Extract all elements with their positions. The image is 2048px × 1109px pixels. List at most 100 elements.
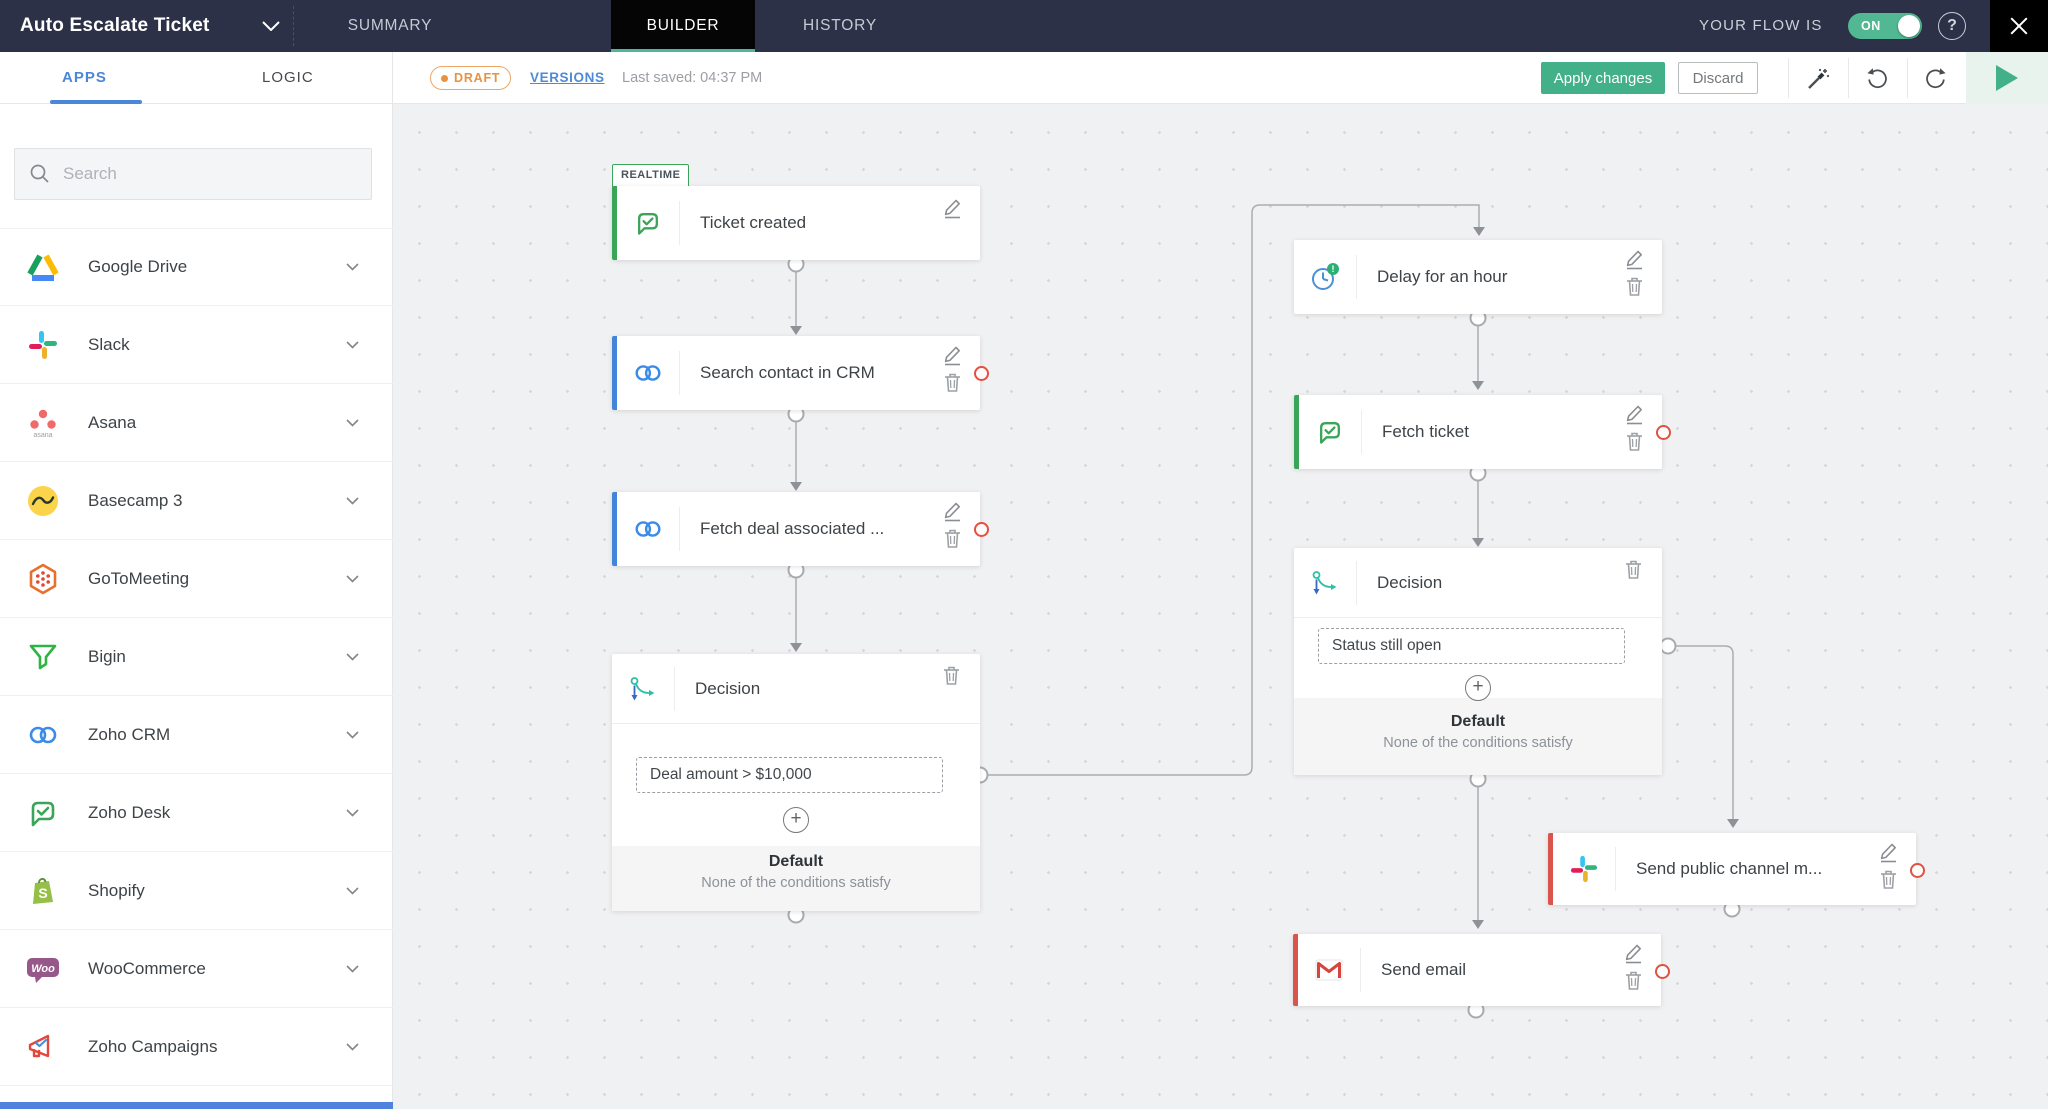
sidebar-tab-logic[interactable]: LOGIC [262, 69, 314, 86]
trash-icon[interactable] [1625, 560, 1642, 579]
trash-icon[interactable] [944, 373, 961, 392]
edit-icon[interactable] [1625, 249, 1644, 270]
sidebar-item-label: Basecamp 3 [88, 490, 183, 510]
chevron-down-icon[interactable] [346, 497, 359, 505]
sidebar-item-bigin[interactable]: Bigin [0, 618, 393, 696]
asana-icon: asana [26, 406, 60, 440]
sidebar-item-slack[interactable]: Slack [0, 306, 393, 384]
edit-icon[interactable] [943, 345, 962, 366]
edit-icon[interactable] [1879, 842, 1898, 863]
versions-link[interactable]: VERSIONS [530, 70, 605, 85]
zoho-desk-icon [26, 796, 60, 830]
apply-changes-button[interactable]: Apply changes [1541, 62, 1665, 94]
flow-title-chevron-down-icon[interactable] [262, 21, 280, 31]
decision-default-branch[interactable]: Default None of the conditions satisfy [1294, 698, 1662, 775]
toggle-knob[interactable] [1898, 15, 1920, 37]
chevron-down-icon[interactable] [346, 965, 359, 973]
sidebar-item-label: GoToMeeting [88, 568, 190, 588]
node-title: Search contact in CRM [700, 363, 875, 382]
magic-wand-icon[interactable] [1806, 67, 1830, 91]
chevron-down-icon[interactable] [346, 731, 359, 739]
node-fetch-deal[interactable]: Fetch deal associated ... [612, 492, 989, 566]
node-title: Ticket created [700, 213, 807, 232]
chevron-down-icon[interactable] [346, 653, 359, 661]
trash-icon[interactable] [1880, 870, 1897, 889]
config-error-indicator[interactable] [974, 522, 989, 537]
discard-button[interactable]: Discard [1678, 62, 1758, 94]
node-decision-status[interactable]: Decision Status still open + Default Non… [1294, 548, 1662, 775]
node-decision-deal-amount[interactable]: Decision Deal amount > $10,000 + Default… [612, 654, 980, 911]
trash-icon[interactable] [1626, 277, 1643, 296]
slack-icon [1553, 855, 1615, 883]
node-fetch-ticket[interactable]: Fetch ticket [1294, 395, 1671, 469]
config-error-indicator[interactable] [1910, 863, 1925, 878]
redo-icon[interactable] [1924, 67, 1948, 91]
edit-icon[interactable] [1625, 404, 1644, 425]
node-delay[interactable]: ! Delay for an hour [1294, 240, 1662, 314]
add-branch-button[interactable]: + [783, 807, 809, 833]
draft-dot-icon [441, 74, 448, 82]
node-search-contact-in-crm[interactable]: Search contact in CRM [612, 336, 989, 410]
sidebar-item-google-drive[interactable]: Google Drive [0, 228, 393, 306]
tab-builder[interactable]: BUILDER [611, 0, 755, 52]
sidebar-item-label: Google Drive [88, 256, 188, 276]
undo-icon[interactable] [1865, 67, 1889, 91]
flow-canvas[interactable]: REALTIME Ticket created Search contact i… [393, 100, 2048, 1109]
sidebar-item-asana[interactable]: asana Asana [0, 384, 393, 462]
tab-history[interactable]: HISTORY [803, 17, 877, 34]
trash-icon[interactable] [944, 529, 961, 548]
draft-badge-label: DRAFT [454, 71, 501, 85]
close-button[interactable] [1990, 0, 2048, 52]
edit-icon[interactable] [943, 198, 962, 219]
sidebar-header: APPS LOGIC [0, 52, 393, 104]
chevron-down-icon[interactable] [346, 1043, 359, 1051]
chevron-down-icon[interactable] [346, 419, 359, 427]
trash-icon[interactable] [1625, 971, 1642, 990]
decision-branch-condition[interactable]: Status still open [1318, 628, 1625, 664]
zoho-desk-icon [1299, 417, 1361, 447]
config-error-indicator[interactable] [1656, 425, 1671, 440]
basecamp-icon [26, 484, 60, 518]
trash-icon[interactable] [1626, 432, 1643, 451]
node-title: Delay for an hour [1377, 267, 1508, 286]
chevron-down-icon[interactable] [346, 263, 359, 271]
help-icon[interactable]: ? [1938, 12, 1966, 40]
sidebar-item-zoho-crm[interactable]: Zoho CRM [0, 696, 393, 774]
flow-on-toggle[interactable]: ON [1848, 13, 1922, 39]
sidebar-bottom-highlight [0, 1102, 393, 1109]
sidebar-item-label: WooCommerce [88, 958, 206, 978]
chevron-down-icon[interactable] [346, 575, 359, 583]
sidebar-item-basecamp[interactable]: Basecamp 3 [0, 462, 393, 540]
sidebar-tab-apps[interactable]: APPS [62, 69, 107, 86]
play-icon[interactable] [1996, 65, 2018, 91]
flow-status-label: YOUR FLOW IS [1699, 17, 1823, 34]
trash-icon[interactable] [943, 666, 960, 685]
sidebar-item-shopify[interactable]: S Shopify [0, 852, 393, 930]
decision-default-branch[interactable]: Default None of the conditions satisfy [612, 846, 980, 911]
search-input[interactable] [14, 148, 372, 200]
sidebar-item-gotomeeting[interactable]: GoToMeeting [0, 540, 393, 618]
default-branch-title: Default [1450, 713, 1506, 730]
edit-icon[interactable] [943, 501, 962, 522]
zoho-crm-icon [617, 513, 679, 545]
top-bar: Auto Escalate Ticket SUMMARY BUILDER HIS… [0, 0, 2048, 52]
chevron-down-icon[interactable] [346, 341, 359, 349]
sidebar-item-label: Asana [88, 412, 137, 432]
connector-wires [787, 204, 1741, 1019]
add-branch-button[interactable]: + [1465, 675, 1491, 701]
chevron-down-icon[interactable] [346, 809, 359, 817]
node-send-public-channel-message[interactable]: Send public channel m... [1548, 833, 1925, 905]
config-error-indicator[interactable] [1655, 964, 1670, 979]
last-saved-text: Last saved: 04:37 PM [622, 70, 763, 86]
default-branch-subtitle: None of the conditions satisfy [1383, 735, 1573, 751]
node-send-email[interactable]: Send email [1293, 934, 1670, 1006]
node-ticket-created[interactable]: Ticket created [612, 186, 980, 260]
edit-icon[interactable] [1624, 943, 1643, 964]
decision-branch-condition[interactable]: Deal amount > $10,000 [636, 757, 943, 793]
config-error-indicator[interactable] [974, 366, 989, 381]
chevron-down-icon[interactable] [346, 887, 359, 895]
sidebar-item-zoho-campaigns[interactable]: Zoho Campaigns [0, 1008, 393, 1086]
sidebar-item-woocommerce[interactable]: Woo WooCommerce [0, 930, 393, 1008]
tab-summary[interactable]: SUMMARY [347, 17, 433, 34]
sidebar-item-zoho-desk[interactable]: Zoho Desk [0, 774, 393, 852]
